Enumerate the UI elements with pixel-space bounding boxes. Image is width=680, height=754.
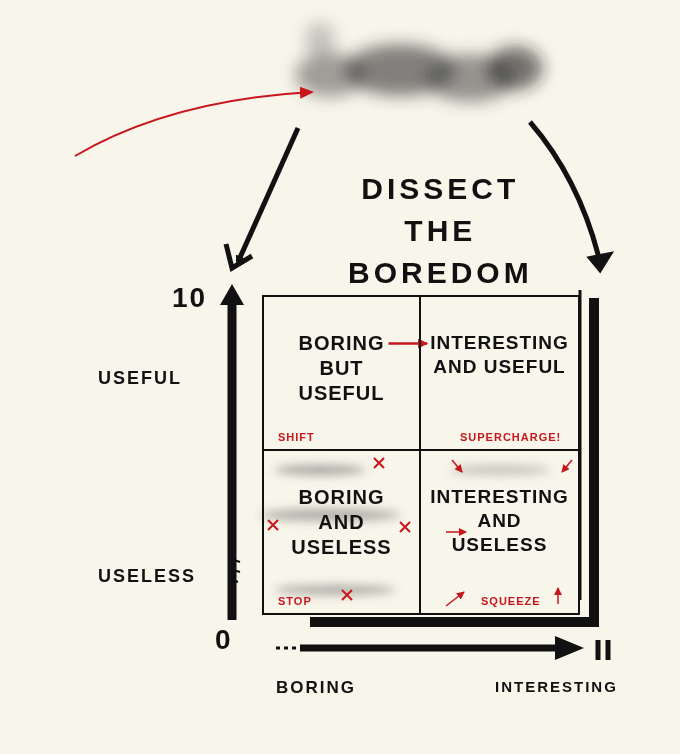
axis-number: 10 [172,282,207,314]
cloud-arrow-left-head [226,244,252,268]
cloud-arrow-right [530,122,600,262]
axis-label: USELESS [98,566,196,587]
red-arrow [389,342,428,345]
red-small-arrows [446,460,572,606]
axis-label: USEFUL [98,368,182,389]
quadrant-cell: BORING BUT USEFUL SHIFT [262,295,420,450]
red-curve-arrow [75,92,312,156]
axis-number: 0 [215,624,233,656]
quadrant-cell: INTERESTING AND USEFUL SUPERCHARGE! [420,295,580,450]
y-axis-head [220,284,244,305]
axis-label: INTERESTING [495,678,618,695]
y-axis [228,300,237,620]
x-axis-dots [276,647,296,650]
axis-label: BORING [276,678,356,698]
diagram-title: DISSECT THE BOREDOM [348,168,533,294]
quadrant-cell: INTERESTING AND USELESS SQUEEZE [420,450,580,615]
action-word: SUPERCHARGE! [460,431,561,443]
cloud-arrow-left [238,128,298,262]
quadrant-title: BORING AND USELESS [291,485,391,560]
x-axis-head [555,636,584,660]
x-axis [300,645,560,652]
cloud-arrow-right-head [590,254,610,270]
action-word: SQUEEZE [481,595,541,607]
action-word: STOP [278,595,312,607]
quadrant-cell: BORING AND USELESS STOP [262,450,420,615]
quadrant-title: BORING BUT USEFUL [299,331,385,406]
quadrant-title: INTERESTING AND USELESS [430,485,569,556]
quote-mark [598,640,608,660]
smudge-cloud [295,22,543,102]
y-axis-ticks [233,560,240,582]
red-crosses [268,458,410,600]
quadrant-title: INTERESTING AND USEFUL [430,331,569,379]
action-word: SHIFT [278,431,315,443]
